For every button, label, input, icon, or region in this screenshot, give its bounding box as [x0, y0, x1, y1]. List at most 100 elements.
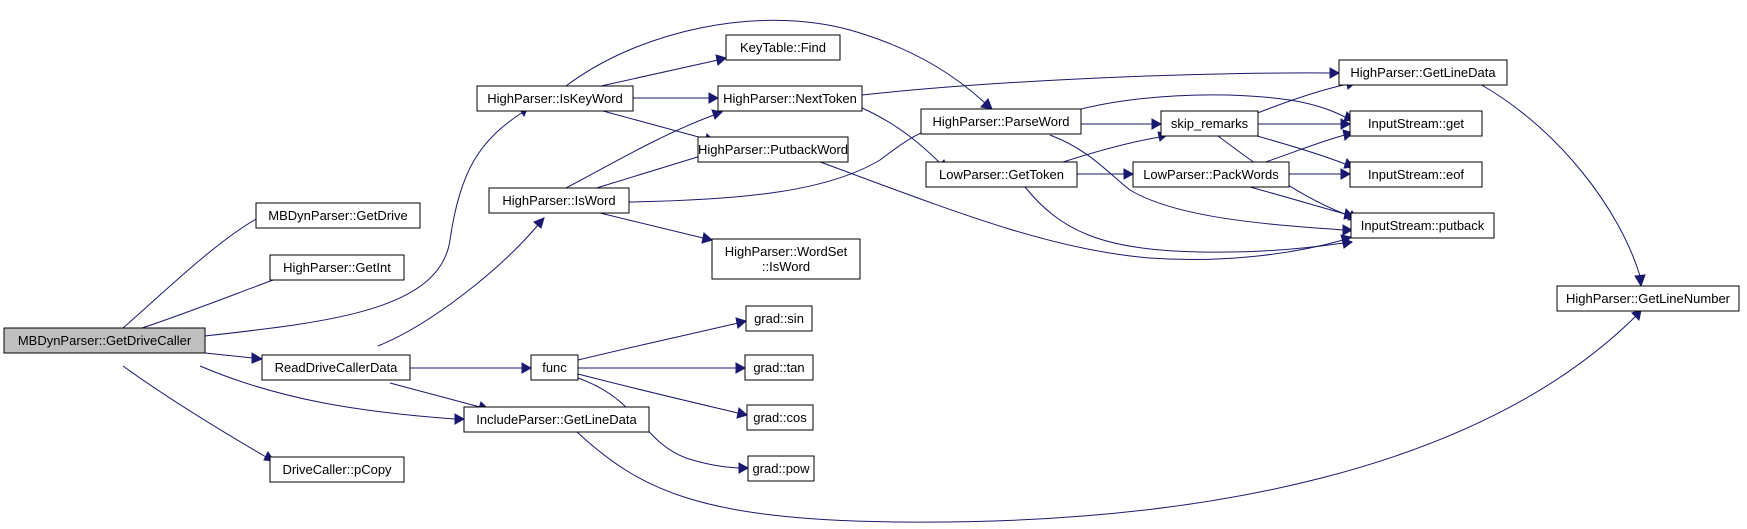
- node-box: [255, 202, 421, 229]
- edge-func-to-tan: [578, 362, 747, 374]
- node-label: MBDynParser::GetDrive: [268, 208, 407, 223]
- node-label: grad::sin: [754, 311, 804, 326]
- edge-iskeyword-to-keyfind: [591, 54, 728, 89]
- edge-iskeyword-to-nexttoken: [633, 92, 720, 104]
- edge-pack-to-isget: [1259, 129, 1355, 165]
- node-box: [920, 108, 1082, 135]
- edge-iskeyword-to-putback: [591, 107, 717, 144]
- node-getline[interactable]: HighParser::GetLineNumber: [1556, 285, 1740, 312]
- node-skip[interactable]: skip_remarks: [1160, 110, 1259, 137]
- node-box: [1556, 285, 1740, 312]
- edge-isword-to-wordset: [599, 212, 714, 244]
- edge-func-to-cos: [577, 373, 749, 419]
- node-box: [725, 34, 841, 61]
- node-box: [745, 305, 813, 332]
- node-keyfind[interactable]: KeyTable::Find: [725, 34, 841, 61]
- node-getint[interactable]: HighParser::GetInt: [269, 254, 405, 281]
- edge-gettoken-to-isputback: [1024, 186, 1354, 253]
- node-label: LowParser::PackWords: [1143, 167, 1279, 182]
- node-incl[interactable]: IncludeParser::GetLineData: [463, 406, 650, 433]
- node-label: grad::cos: [753, 410, 807, 425]
- node-label: IncludeParser::GetLineData: [476, 412, 637, 427]
- node-gettoken[interactable]: LowParser::GetToken: [925, 161, 1078, 188]
- node-box: [269, 456, 405, 483]
- node-pack[interactable]: LowParser::PackWords: [1132, 161, 1290, 188]
- node-root[interactable]: MBDynParser::GetDriveCaller: [3, 327, 206, 354]
- node-label: grad::tan: [753, 360, 804, 375]
- edge-root-to-incl: [199, 365, 466, 425]
- edge-readdrive-to-func: [410, 362, 533, 374]
- node-label: HighParser::IsKeyWord: [487, 91, 623, 106]
- node-cos[interactable]: grad::cos: [746, 404, 814, 431]
- edge-root-to-getdrive: [122, 212, 266, 329]
- node-isword[interactable]: HighParser::IsWord: [488, 187, 630, 214]
- node-readdrive[interactable]: ReadDriveCallerData: [261, 354, 411, 381]
- node-parseword[interactable]: HighParser::ParseWord: [920, 108, 1082, 135]
- edge-pack-to-iseof: [1289, 168, 1352, 180]
- edge-parseword-to-skip: [1081, 118, 1163, 130]
- node-getdrive[interactable]: MBDynParser::GetDrive: [255, 202, 421, 229]
- node-box: [1160, 110, 1259, 137]
- node-box: [747, 455, 815, 482]
- edge-hgld-to-getline: [1479, 83, 1646, 288]
- node-putback[interactable]: HighParser::PutbackWord: [697, 136, 849, 163]
- node-label: HighParser::GetInt: [283, 260, 391, 275]
- edge-isword-to-nexttoken: [565, 109, 724, 189]
- edge-isword-to-putback: [589, 149, 714, 191]
- node-tan[interactable]: grad::tan: [744, 354, 814, 381]
- call-nodes: MBDynParser::GetDriveCaller MBDynParser::…: [3, 34, 1740, 483]
- node-nexttoken[interactable]: HighParser::NextToken: [717, 85, 863, 112]
- node-label: HighParser::GetLineNumber: [1566, 291, 1731, 306]
- node-func[interactable]: func: [530, 354, 579, 381]
- node-wordset[interactable]: HighParser::WordSet::IsWord: [711, 238, 861, 280]
- edge-root-to-readdrive: [204, 352, 264, 364]
- edge-iskeyword-to-parseword: [565, 19, 993, 110]
- node-isget[interactable]: InputStream::get: [1349, 110, 1483, 137]
- node-label: LowParser::GetToken: [939, 167, 1064, 182]
- edge-pack-to-isputback: [1249, 186, 1356, 220]
- edge-skip-to-isget: [1258, 118, 1352, 130]
- node-box: [1132, 161, 1290, 188]
- node-box: [269, 254, 405, 281]
- node-label: HighParser::GetLineData: [1350, 65, 1496, 80]
- node-box: [3, 327, 206, 354]
- node-box: [1350, 212, 1495, 239]
- node-isputback[interactable]: InputStream::putback: [1350, 212, 1495, 239]
- edge-root-to-getint: [141, 270, 292, 329]
- node-label: KeyTable::Find: [740, 40, 826, 55]
- node-label: DriveCaller::pCopy: [282, 462, 392, 477]
- node-pow[interactable]: grad::pow: [747, 455, 815, 482]
- node-iskeyword[interactable]: HighParser::IsKeyWord: [476, 85, 634, 112]
- edge-gettoken-to-pack: [1077, 168, 1135, 180]
- node-box: [488, 187, 630, 214]
- node-box: [463, 406, 650, 433]
- node-pcopy[interactable]: DriveCaller::pCopy: [269, 456, 405, 483]
- node-label: ReadDriveCallerData: [275, 360, 399, 375]
- node-label: func: [542, 360, 567, 375]
- node-label: InputStream::get: [1368, 116, 1464, 131]
- edge-root-to-pcopy: [122, 365, 276, 462]
- node-label: HighParser::ParseWord: [932, 114, 1069, 129]
- node-label: InputStream::putback: [1361, 218, 1485, 233]
- node-iseof[interactable]: InputStream::eof: [1349, 161, 1483, 188]
- edge-func-to-sin: [577, 317, 748, 361]
- node-label: ::IsWord: [762, 259, 810, 274]
- node-box: [744, 354, 814, 381]
- node-box: [1349, 110, 1483, 137]
- node-label: HighParser::PutbackWord: [698, 142, 848, 157]
- edge-incl-to-getline: [576, 309, 1642, 523]
- node-box: [1349, 161, 1483, 188]
- node-label: MBDynParser::GetDriveCaller: [18, 333, 192, 348]
- node-box: [476, 85, 634, 112]
- node-box: [746, 404, 814, 431]
- node-hgld[interactable]: HighParser::GetLineData: [1338, 59, 1508, 86]
- node-sin[interactable]: grad::sin: [745, 305, 813, 332]
- node-label: HighParser::WordSet: [725, 244, 848, 259]
- node-box: [261, 354, 411, 381]
- node-box: [697, 136, 849, 163]
- node-label: grad::pow: [752, 461, 810, 476]
- node-box: [711, 238, 861, 280]
- node-label: HighParser::NextToken: [723, 91, 857, 106]
- node-box: [925, 161, 1078, 188]
